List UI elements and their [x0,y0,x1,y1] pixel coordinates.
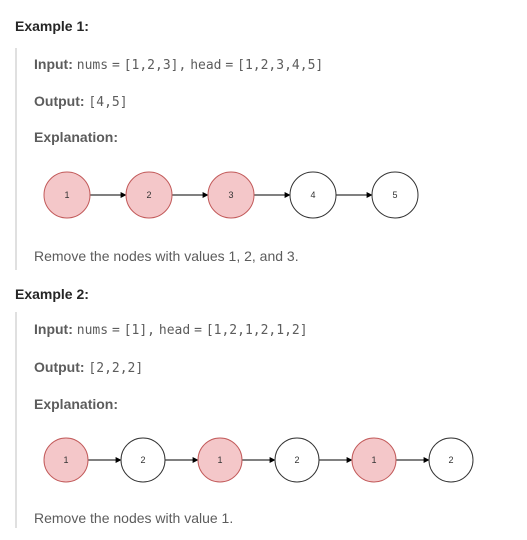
example-1-nums-equals: = [111,58,120,73]
example-1-output-label: Output: [34,93,85,109]
example-1-block: Input: nums = [1,2,3], head = [1,2,3,4,5… [15,48,517,270]
example-2-nums-name: nums [76,323,109,338]
node-value-label: 5 [392,190,397,200]
example-1-nums-value: [1,2,3], [123,58,187,73]
example-1-explanation-line: Explanation: [34,129,118,145]
example-2-output-value: [2,2,2] [88,361,144,376]
example-1-output-value: [4,5] [88,95,128,110]
node-value-label: 3 [228,190,233,200]
example-2-head-name: head [158,323,191,338]
example-1-input-line: Input: nums = [1,2,3], head = [1,2,3,4,5… [34,56,323,73]
removed-node-circle [43,171,91,219]
example-2-nums-equals: = [111,323,120,338]
node-value-label: 2 [146,190,151,200]
kept-node-circle [371,171,419,219]
example-2-explanation-label: Explanation: [34,396,119,412]
example-1-head-value: [1,2,3,4,5] [237,58,324,73]
example-1-head-equals: = [225,58,234,73]
example-2-input-line: Input: nums = [1], head = [1,2,1,2,1,2] [34,321,308,338]
kept-node-circle [289,171,337,219]
example-2-explanation-line: Explanation: [34,396,118,412]
removed-node-circle [207,171,255,219]
example-1-output-line: Output: [4,5] [34,93,128,110]
example-1-input-label: Input: [34,56,73,72]
example-2-head-value: [1,2,1,2,1,2] [205,323,308,338]
node-value-label: 4 [310,190,315,200]
removed-node-circle [125,171,173,219]
node-value-label: 1 [64,190,69,200]
example-1-remove-text: Remove the nodes with values 1, 2, and 3… [34,248,299,264]
example-2-nums-value: [1], [123,323,155,338]
example-2-remove-text: Remove the nodes with value 1. [34,510,234,526]
example-2-title: Example 2: [15,286,89,302]
example-1-explanation-label: Explanation: [34,129,119,145]
example-2-input-label: Input: [34,321,73,337]
example-1-title: Example 1: [15,18,89,34]
example-1-nums-name: nums [76,58,109,73]
example-2-head-equals: = [194,323,202,338]
example-1-head-name: head [190,58,222,73]
example-2-output-label: Output: [34,359,85,375]
example-2-block: Input: nums = [1], head = [1,2,1,2,1,2] … [15,312,517,528]
example-2-output-line: Output: [2,2,2] [34,359,143,376]
